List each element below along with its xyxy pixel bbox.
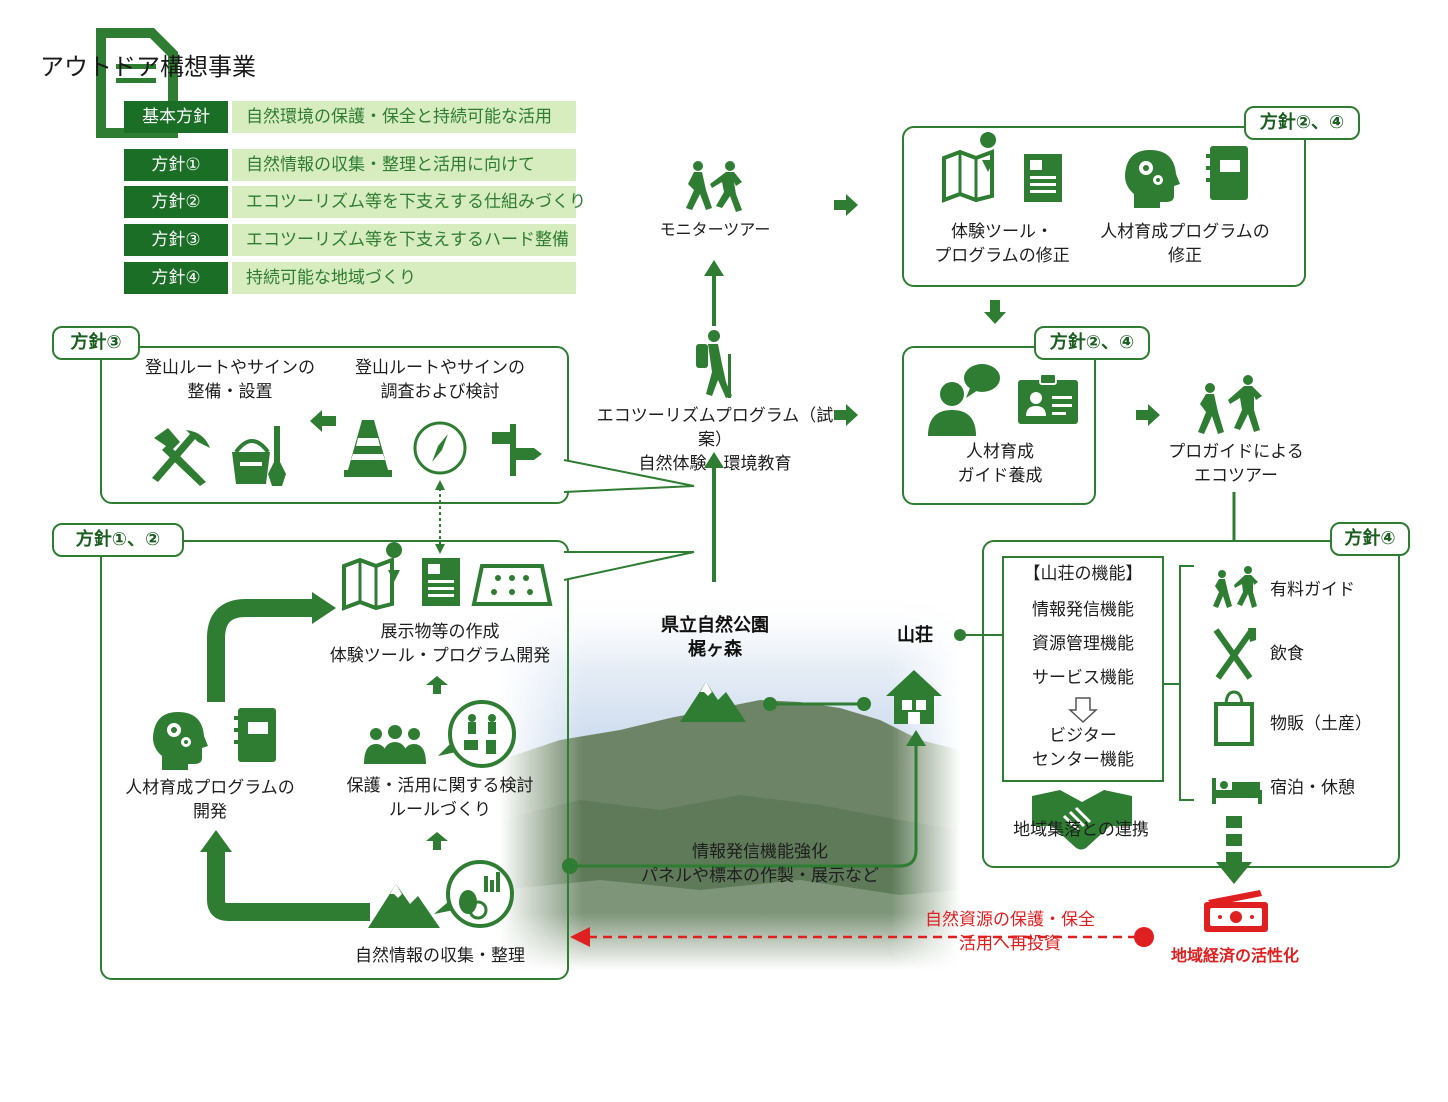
arrow-right-icon bbox=[834, 404, 858, 426]
arrow-right-icon bbox=[834, 194, 858, 216]
revise-hr-label: 人材育成プログラムの 修正 bbox=[1100, 222, 1270, 266]
policy-text: エコツーリズム等を下支えするハード整備 bbox=[232, 224, 576, 256]
bracket bbox=[1162, 565, 1194, 801]
notebook-icon bbox=[234, 708, 276, 762]
document-panel-icon bbox=[1024, 154, 1062, 202]
meeting-group-icon bbox=[364, 725, 426, 764]
arrow-up-icon bbox=[704, 452, 724, 582]
arrow-down-outline-icon bbox=[1068, 697, 1098, 724]
policy-label: 方針③ bbox=[124, 224, 228, 256]
money-icon bbox=[1204, 890, 1268, 932]
hiker-icon bbox=[696, 330, 732, 398]
bed-icon bbox=[1212, 778, 1262, 804]
traffic-cone-icon bbox=[344, 420, 392, 477]
exhibit-label: 展示物等の作成 体験ツール・プログラム開発 bbox=[329, 622, 551, 666]
revise-tool-label: 体験ツール・ プログラムの修正 bbox=[934, 222, 1070, 266]
reinvest-arrow bbox=[570, 927, 1154, 947]
notebook-icon bbox=[1206, 146, 1248, 200]
hr-dev-label: 人材育成プログラムの 開発 bbox=[125, 778, 295, 822]
map-pin-icon bbox=[942, 132, 997, 203]
hut-functions-panel bbox=[1002, 556, 1164, 782]
hut-function-item: サービス機能 bbox=[1032, 668, 1134, 688]
economy-label: 地域経済の活性化 bbox=[1170, 946, 1299, 965]
discussion-bubble-icon bbox=[438, 700, 516, 768]
monitor-tour-icon bbox=[686, 161, 742, 212]
callout-tail bbox=[560, 551, 695, 581]
service-label: 飲食 bbox=[1270, 644, 1304, 664]
cycle-arrow-up bbox=[207, 592, 336, 702]
hammer-pick-icon bbox=[152, 428, 210, 486]
map-pin-icon bbox=[342, 542, 403, 611]
pro-guide-label: プロガイドによる エコツアー bbox=[1168, 442, 1304, 486]
hut-name: 山荘 bbox=[897, 625, 933, 646]
arrow-down-icon bbox=[984, 300, 1006, 324]
compass-icon bbox=[413, 421, 467, 475]
arrow-right-icon bbox=[1136, 404, 1160, 426]
house-icon bbox=[886, 670, 942, 724]
speaking-person-icon bbox=[928, 364, 1000, 436]
arrow-up-icon bbox=[426, 832, 448, 850]
page-title: アウトドア構想事業 bbox=[40, 53, 256, 81]
tag-policy-24-top: 方針②、④ bbox=[1244, 106, 1360, 140]
fork-knife-icon bbox=[1213, 628, 1256, 680]
park-name: 県立自然公園 梶ヶ森 bbox=[661, 615, 769, 660]
training-label: 人材育成 ガイド養成 bbox=[957, 442, 1043, 486]
head-gears-icon bbox=[1125, 150, 1180, 208]
community-label: 地域集落との連携 bbox=[1013, 820, 1149, 840]
hut-functions-header: 【山荘の機能】 bbox=[1023, 564, 1143, 584]
reinvest-label: 自然資源の保護・保全 活用へ再投資 bbox=[925, 910, 1095, 954]
arrow-up-icon bbox=[426, 676, 448, 694]
policy-text: 持続可能な地域づくり bbox=[232, 262, 576, 294]
visitor-center-label: ビジター センター機能 bbox=[1032, 726, 1134, 770]
dotted-connector bbox=[435, 480, 445, 554]
service-label: 宿泊・休憩 bbox=[1270, 778, 1355, 798]
insect-chart-bubble-icon bbox=[434, 860, 514, 928]
cycle-arrow-down bbox=[200, 830, 370, 921]
tag-policy-12: 方針①、② bbox=[52, 523, 184, 557]
hard-maint-label: 登山ルートやサインの 整備・設置 bbox=[145, 358, 315, 402]
bucket-shovel-icon bbox=[232, 426, 286, 486]
info-connector bbox=[562, 730, 926, 874]
mountain-icon bbox=[368, 884, 440, 928]
policy-label: 方針② bbox=[124, 186, 228, 218]
collect-label: 自然情報の収集・整理 bbox=[355, 946, 525, 966]
document-panel-icon bbox=[422, 558, 460, 606]
shopping-bag-icon bbox=[1214, 690, 1254, 746]
service-label: 有料ガイド bbox=[1270, 580, 1355, 600]
guide-service-icon bbox=[1213, 566, 1258, 608]
tag-policy-24-mid: 方針②、④ bbox=[1034, 326, 1150, 360]
hut-function-item: 情報発信機能 bbox=[1032, 600, 1134, 620]
info-label: 情報発信機能強化 パネルや標本の作製・展示など bbox=[641, 842, 879, 886]
policy-text: 自然環境の保護・保全と持続可能な活用 bbox=[232, 101, 576, 133]
hard-survey-label: 登山ルートやサインの 調査および検討 bbox=[355, 358, 525, 402]
mountain-photo bbox=[500, 590, 960, 970]
policy-text: エコツーリズム等を下支えする仕組みづくり bbox=[232, 186, 586, 218]
research-box bbox=[100, 540, 569, 980]
signpost-icon bbox=[492, 424, 542, 476]
policy-label: 基本方針 bbox=[124, 101, 228, 133]
hut-panel-connector bbox=[954, 629, 1004, 641]
mountain-icon bbox=[680, 682, 746, 722]
thick-arrow-down-icon bbox=[1216, 816, 1252, 884]
id-card-icon bbox=[1018, 373, 1078, 424]
guided-tour-icon bbox=[1198, 375, 1262, 434]
tag-policy-4: 方針④ bbox=[1330, 522, 1410, 556]
protect-label: 保護・活用に関する検討 ルールづくり bbox=[346, 776, 534, 820]
policy-label: 方針④ bbox=[124, 262, 228, 294]
park-hut-connector bbox=[763, 697, 871, 711]
tag-policy-3: 方針③ bbox=[52, 326, 140, 360]
head-gears-icon bbox=[153, 712, 208, 770]
callout-tail bbox=[560, 459, 695, 493]
arrow-up-icon bbox=[704, 260, 724, 326]
monitor-tour-label: モニターツアー bbox=[659, 220, 771, 239]
specimen-tray-icon bbox=[471, 564, 553, 606]
policy-label: 方針① bbox=[124, 149, 228, 181]
hut-function-item: 資源管理機能 bbox=[1032, 634, 1134, 654]
handshake-icon bbox=[1032, 790, 1132, 850]
arrow-left-icon bbox=[310, 410, 336, 432]
policy-text: 自然情報の収集・整理と活用に向けて bbox=[232, 149, 576, 181]
service-label: 物販（土産） bbox=[1270, 714, 1372, 734]
